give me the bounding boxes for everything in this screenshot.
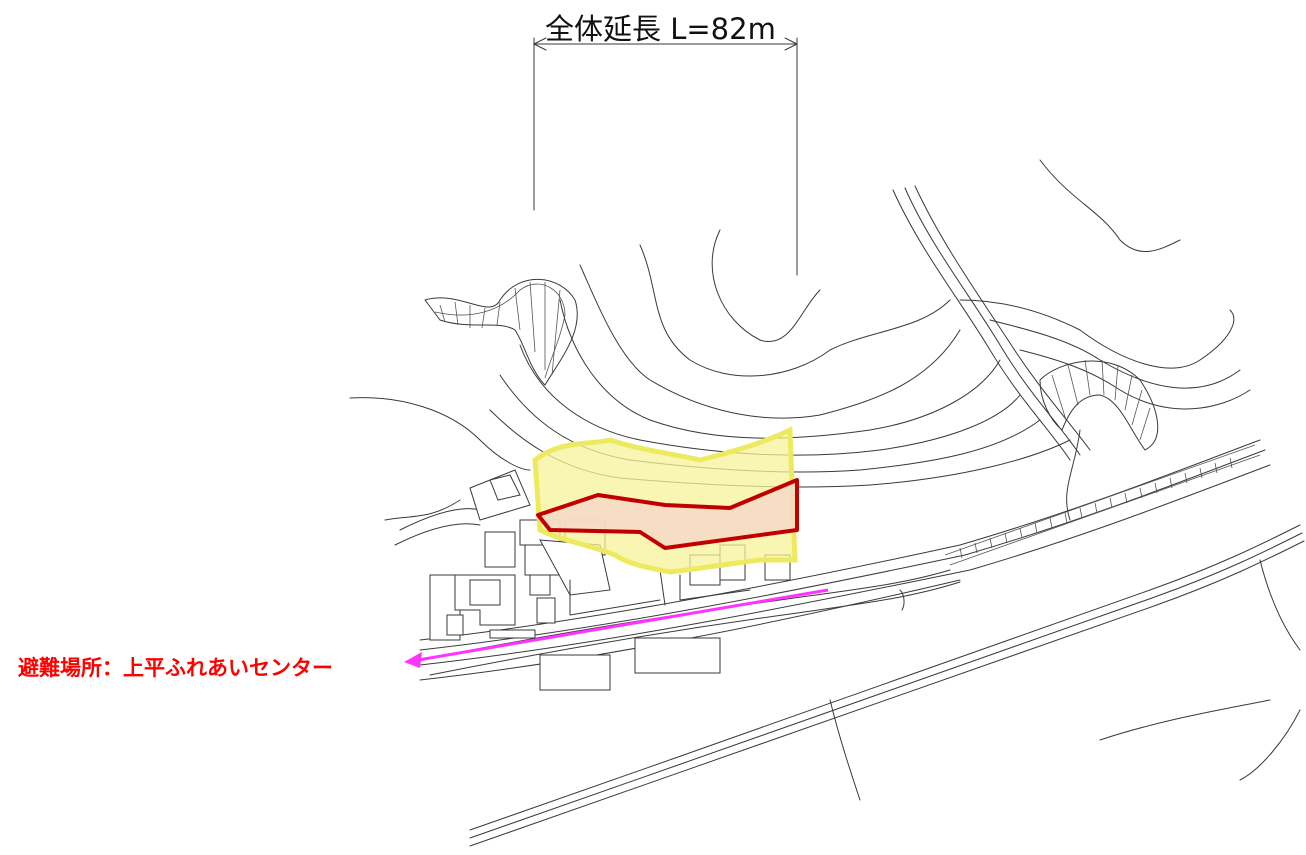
evacuation-arrow-head [404, 652, 422, 668]
dimension-arrow-right [784, 37, 798, 51]
length-label: 全体延長 L=82m [545, 12, 776, 46]
buildings [429, 469, 791, 691]
evacuation-route [404, 588, 829, 668]
length-dimension [533, 37, 798, 276]
dimension-arrow-left [533, 37, 547, 51]
evacuation-label: 避難場所：上平ふれあいセンター [18, 656, 333, 680]
mountain-road [892, 185, 1091, 461]
work-area [536, 478, 799, 550]
cut-slope-upper-left [424, 278, 578, 386]
highway [419, 439, 1271, 681]
cut-slope-right [1039, 359, 1159, 451]
